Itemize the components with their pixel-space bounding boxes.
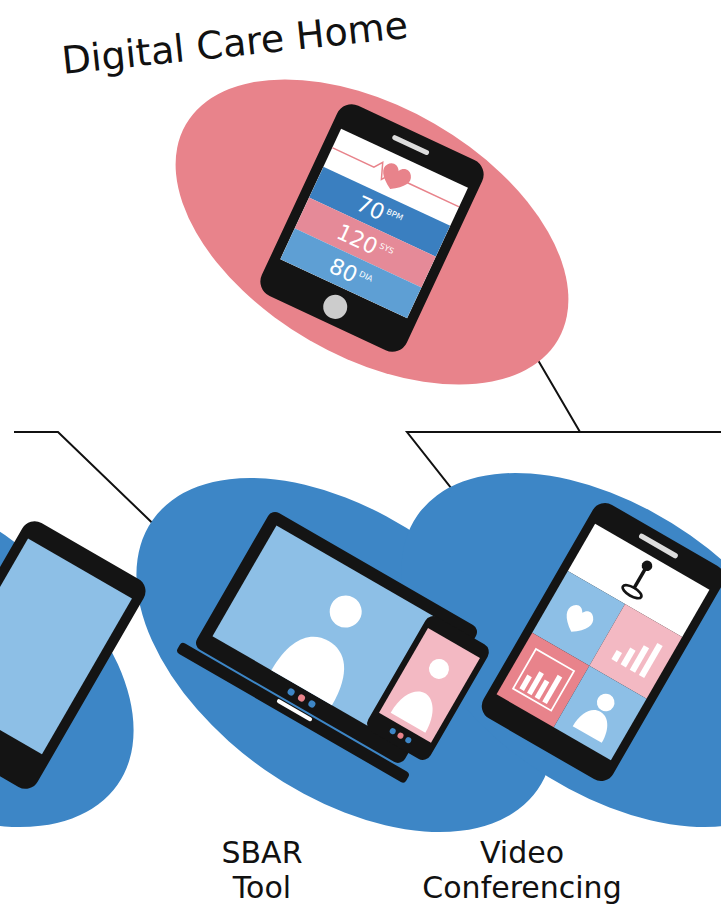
text-holder: Video Conferencing <box>387 836 657 905</box>
joystick-base <box>621 583 644 601</box>
node-caption: SBAR Tool <box>202 836 322 905</box>
call-dot <box>297 693 307 703</box>
phone-screen: 70 BPM 120 SYS 80 DIA <box>280 129 468 319</box>
node-caption: Video Conferencing <box>387 836 657 905</box>
phone-speaker <box>391 134 429 155</box>
blue-ellipse <box>136 478 554 832</box>
phone-body <box>0 516 151 794</box>
joystick-knob <box>640 559 654 573</box>
text-holder: SBAR Tool <box>202 836 322 905</box>
call-dot <box>286 687 296 697</box>
vital-unit: SYS <box>378 241 395 256</box>
ellipse-shape <box>337 401 721 900</box>
vital-unit: BPM <box>385 207 404 222</box>
partial-phone <box>0 516 151 794</box>
blue-ellipse <box>401 473 721 827</box>
text-holder: Digital Care Home <box>60 4 410 84</box>
phone-button <box>319 291 351 323</box>
person-body <box>271 623 359 705</box>
person-body <box>573 703 615 743</box>
call-dot <box>307 699 317 709</box>
branch-line <box>580 431 721 433</box>
bar <box>639 643 663 678</box>
heart-icon <box>377 161 414 196</box>
call-dot <box>389 727 397 735</box>
heading-text: Digital Care Home <box>60 4 410 84</box>
vital-value: 80 <box>326 253 362 287</box>
person-body <box>391 683 443 732</box>
ellipse-shape <box>123 16 620 448</box>
person-head <box>425 655 452 682</box>
pink-ellipse <box>172 79 572 385</box>
call-dot <box>396 732 404 740</box>
person-head <box>324 590 368 634</box>
heart-icon <box>559 602 596 639</box>
phone-screen <box>0 538 132 754</box>
diagram-node: Digital Care Home <box>172 79 572 385</box>
vital-unit: DIA <box>358 269 374 283</box>
bar <box>611 650 622 662</box>
diagram-node: Video Conferencing <box>401 473 721 827</box>
joystick-stick <box>634 567 646 588</box>
monitor-phone: 70 BPM 120 SYS 80 DIA <box>255 99 489 357</box>
bar <box>542 675 562 704</box>
diagram-node: SBAR Tool <box>136 478 554 832</box>
call-dot <box>404 736 412 744</box>
chart-frame <box>513 649 574 711</box>
